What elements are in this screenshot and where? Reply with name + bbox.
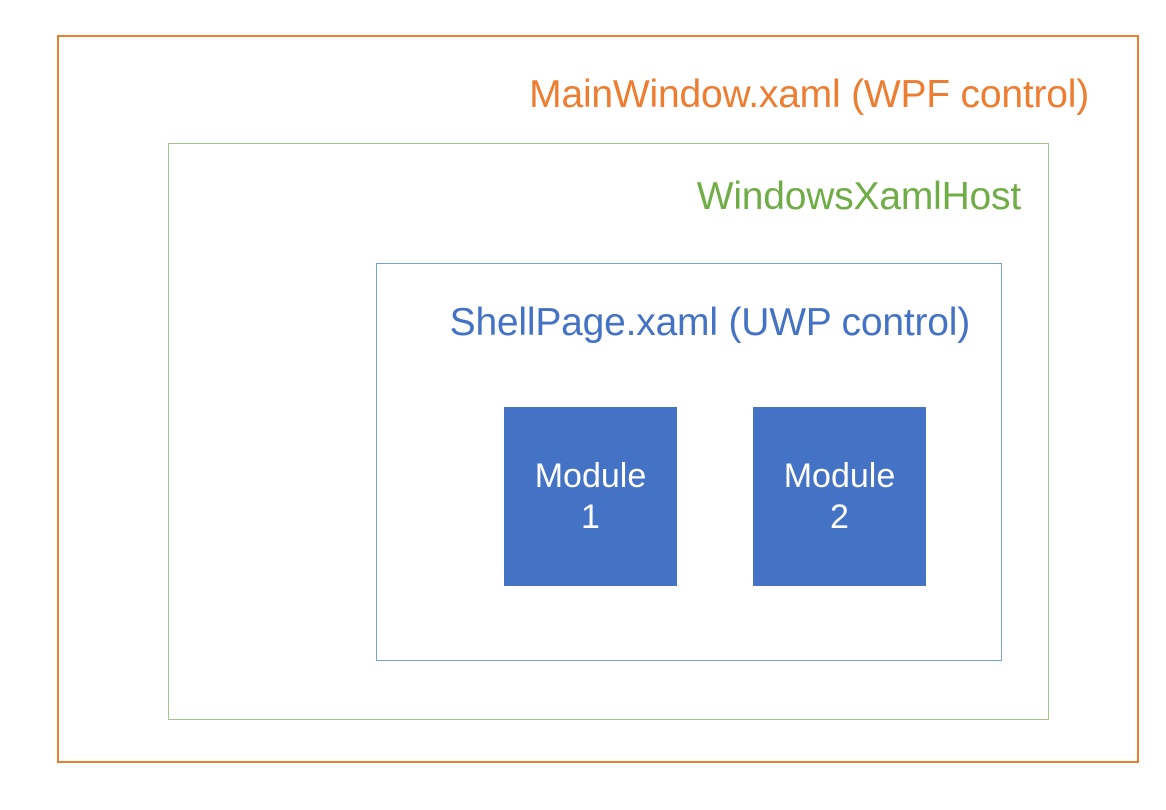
shellpage-container-box: ShellPage.xaml (UWP control) Module 1 Mo… <box>376 263 1002 661</box>
module-1-name: Module <box>534 457 647 496</box>
module-2-tile[interactable]: Module 2 <box>753 407 926 586</box>
wpf-container-label: MainWindow.xaml (WPF control) <box>529 73 1089 116</box>
module-1-tile[interactable]: Module 1 <box>504 407 677 586</box>
module-1-number: 1 <box>581 497 600 536</box>
windows-xaml-host-label: WindowsXamlHost <box>696 175 1021 218</box>
module-2-name: Module <box>783 457 896 496</box>
windows-xaml-host-box: WindowsXamlHost ShellPage.xaml (UWP cont… <box>168 143 1049 720</box>
wpf-container-box: MainWindow.xaml (WPF control) WindowsXam… <box>57 35 1139 763</box>
shellpage-container-label: ShellPage.xaml (UWP control) <box>449 301 971 344</box>
module-2-number: 2 <box>830 497 849 536</box>
